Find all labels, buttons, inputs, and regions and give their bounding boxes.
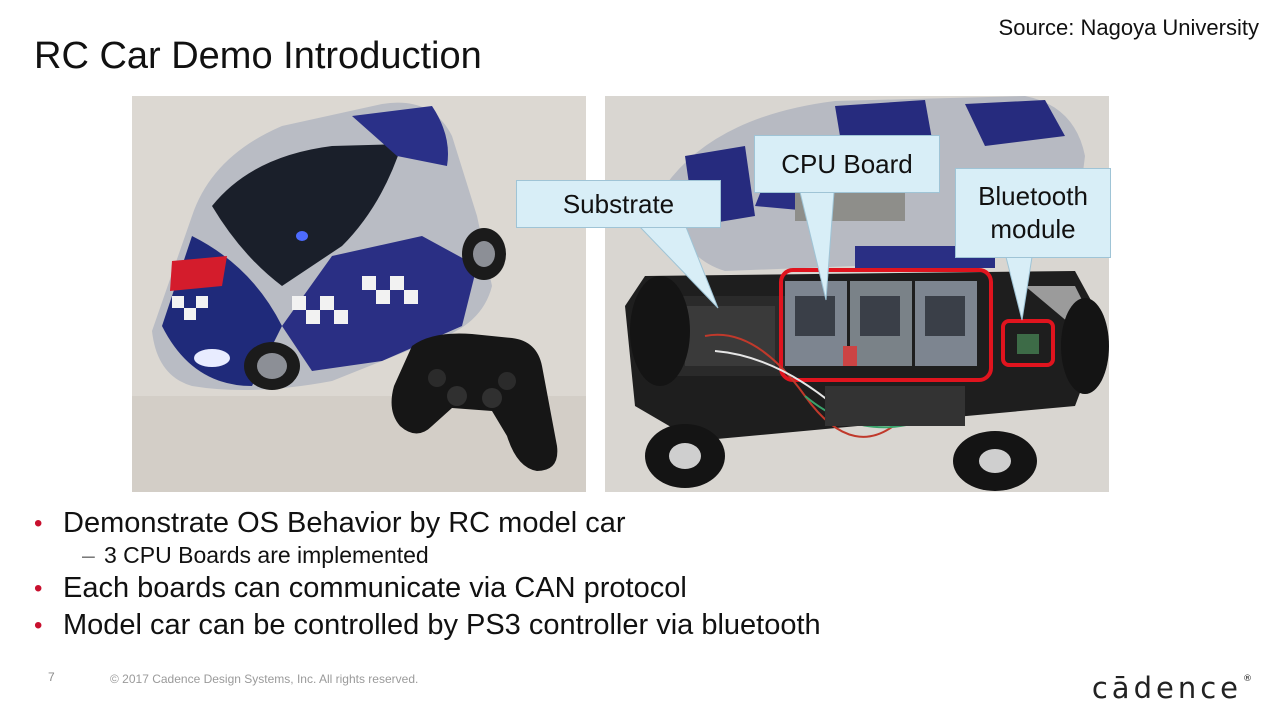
bullet-item: • Each boards can communicate via CAN pr…	[34, 571, 1134, 606]
bullet-marker: •	[34, 510, 43, 537]
callout-bluetooth-line1: Bluetooth	[978, 181, 1088, 211]
source-credit: Source: Nagoya University	[998, 15, 1259, 40]
callout-substrate-label: Substrate	[562, 188, 675, 219]
page-number: 7	[48, 670, 55, 684]
bullet-item: • Model car can be controlled by PS3 con…	[34, 608, 1134, 643]
callout-bluetooth-line2: module	[990, 214, 1076, 244]
bullet-marker: •	[34, 575, 43, 602]
callout-cpu-board-label: CPU Board	[781, 148, 913, 179]
slide-title: RC Car Demo Introduction	[34, 35, 482, 77]
bullet-list: • Demonstrate OS Behavior by RC model ca…	[34, 506, 1134, 643]
photo-rc-car-with-controller	[132, 96, 586, 492]
logo-wordmark: cādence	[1091, 671, 1242, 705]
sub-bullet-marker: –	[82, 542, 95, 568]
cadence-logo: cādence®	[1091, 671, 1252, 705]
callout-bluetooth-module: Bluetooth module	[955, 168, 1111, 258]
bullet-marker: •	[34, 612, 43, 639]
bullet-item: • Demonstrate OS Behavior by RC model ca…	[34, 506, 1134, 541]
sub-bullet-text: 3 CPU Boards are implemented	[104, 542, 429, 568]
bullet-text: Demonstrate OS Behavior by RC model car	[63, 507, 626, 539]
callout-cpu-board: CPU Board	[754, 135, 940, 193]
bullet-text: Model car can be controlled by PS3 contr…	[63, 609, 821, 641]
copyright-notice: © 2017 Cadence Design Systems, Inc. All …	[110, 672, 419, 686]
registered-mark: ®	[1243, 674, 1252, 684]
callout-substrate: Substrate	[516, 180, 721, 228]
bullet-text: Each boards can communicate via CAN prot…	[63, 572, 687, 604]
rc-car-illustration	[132, 96, 586, 492]
sub-bullet-item: – 3 CPU Boards are implemented	[34, 541, 1134, 569]
